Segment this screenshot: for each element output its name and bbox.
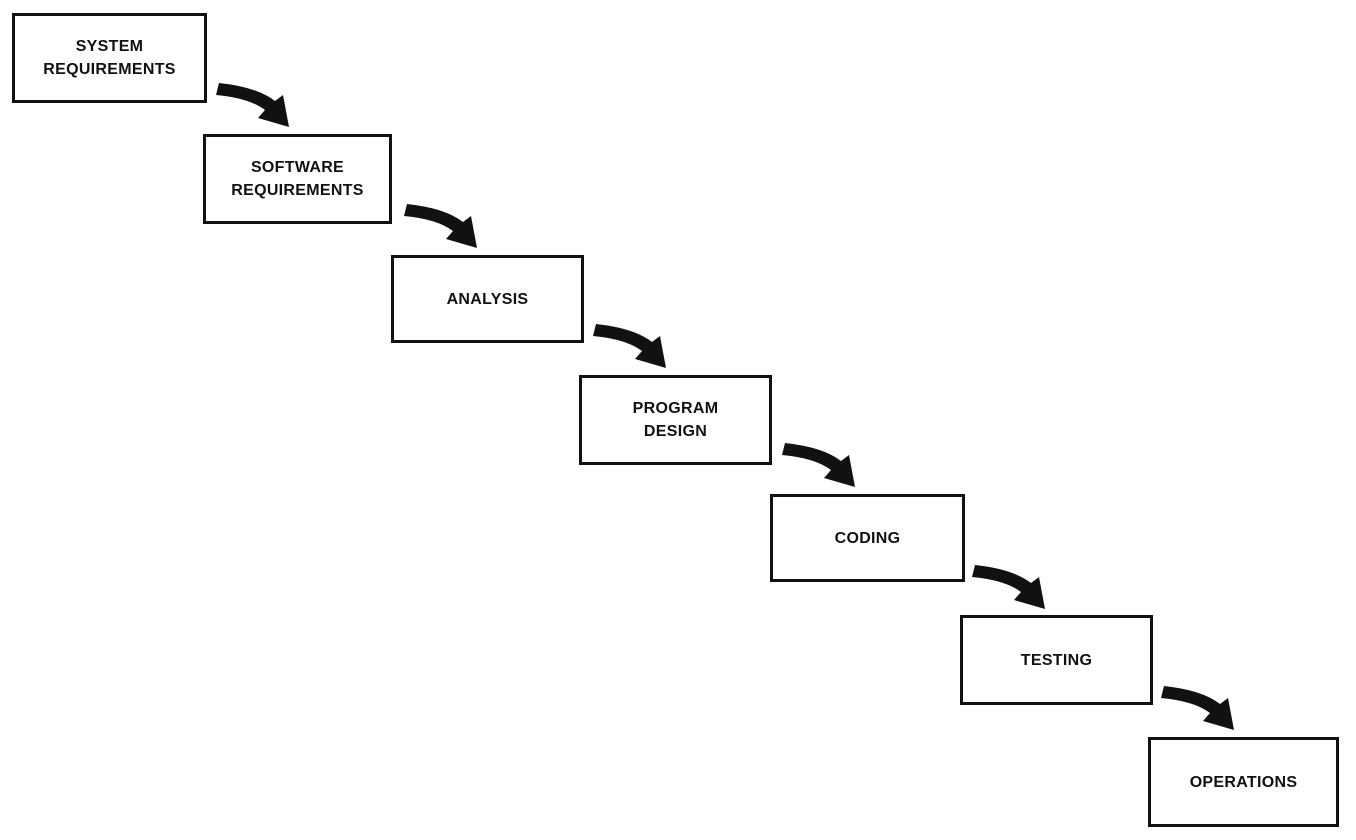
stage-testing: TESTING bbox=[960, 615, 1153, 705]
stage-label: OPERATIONS bbox=[1190, 771, 1298, 794]
stage-label-line: REQUIREMENTS bbox=[43, 61, 176, 78]
stage-analysis: ANALYSIS bbox=[391, 255, 584, 343]
stage-label-line: PROGRAM bbox=[632, 400, 719, 417]
stage-label: PROGRAM DESIGN bbox=[633, 397, 719, 443]
stage-label-line: ANALYSIS bbox=[446, 290, 529, 308]
stage-label-line: SYSTEM bbox=[75, 38, 144, 55]
stage-label: TESTING bbox=[1021, 649, 1092, 672]
stage-coding: CODING bbox=[770, 494, 965, 582]
stage-label-line: DESIGN bbox=[643, 423, 708, 440]
stage-operations: OPERATIONS bbox=[1148, 737, 1339, 827]
arrow-software-to-analysis bbox=[404, 204, 477, 248]
stage-label-line: SOFTWARE bbox=[250, 159, 345, 176]
stage-label: SOFTWARE REQUIREMENTS bbox=[231, 156, 364, 202]
arrow-testing-to-operations bbox=[1161, 686, 1234, 730]
stage-label: CODING bbox=[835, 527, 901, 550]
stage-system-requirements: SYSTEM REQUIREMENTS bbox=[12, 13, 207, 103]
stage-software-requirements: SOFTWARE REQUIREMENTS bbox=[203, 134, 392, 224]
stage-label: SYSTEM REQUIREMENTS bbox=[43, 35, 176, 81]
stage-label-line: CODING bbox=[834, 529, 901, 547]
stage-program-design: PROGRAM DESIGN bbox=[579, 375, 772, 465]
arrow-coding-to-testing bbox=[972, 565, 1045, 609]
stage-label: ANALYSIS bbox=[447, 288, 529, 311]
stage-label-line: TESTING bbox=[1020, 651, 1093, 669]
arrow-system-to-software bbox=[216, 83, 289, 127]
stage-label-line: OPERATIONS bbox=[1189, 773, 1298, 791]
arrow-design-to-coding bbox=[782, 443, 855, 487]
stage-label-line: REQUIREMENTS bbox=[231, 182, 364, 199]
arrow-analysis-to-design bbox=[593, 324, 666, 368]
